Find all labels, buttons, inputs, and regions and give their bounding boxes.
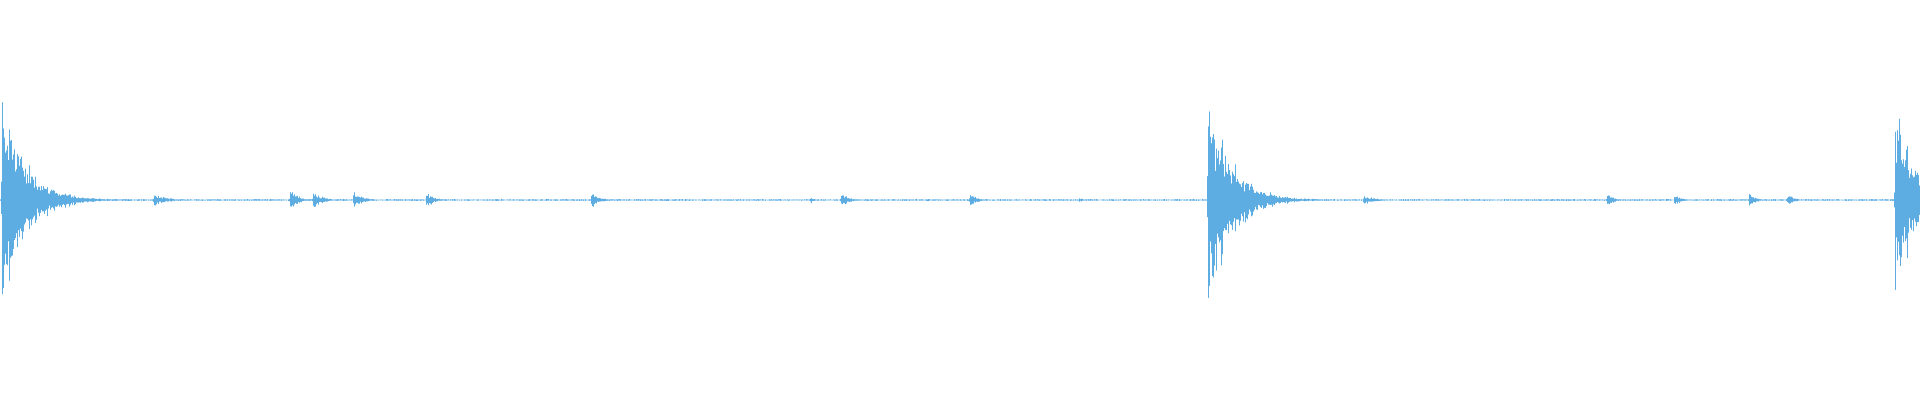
waveform-trace xyxy=(0,102,1920,298)
waveform-path xyxy=(0,102,1920,298)
